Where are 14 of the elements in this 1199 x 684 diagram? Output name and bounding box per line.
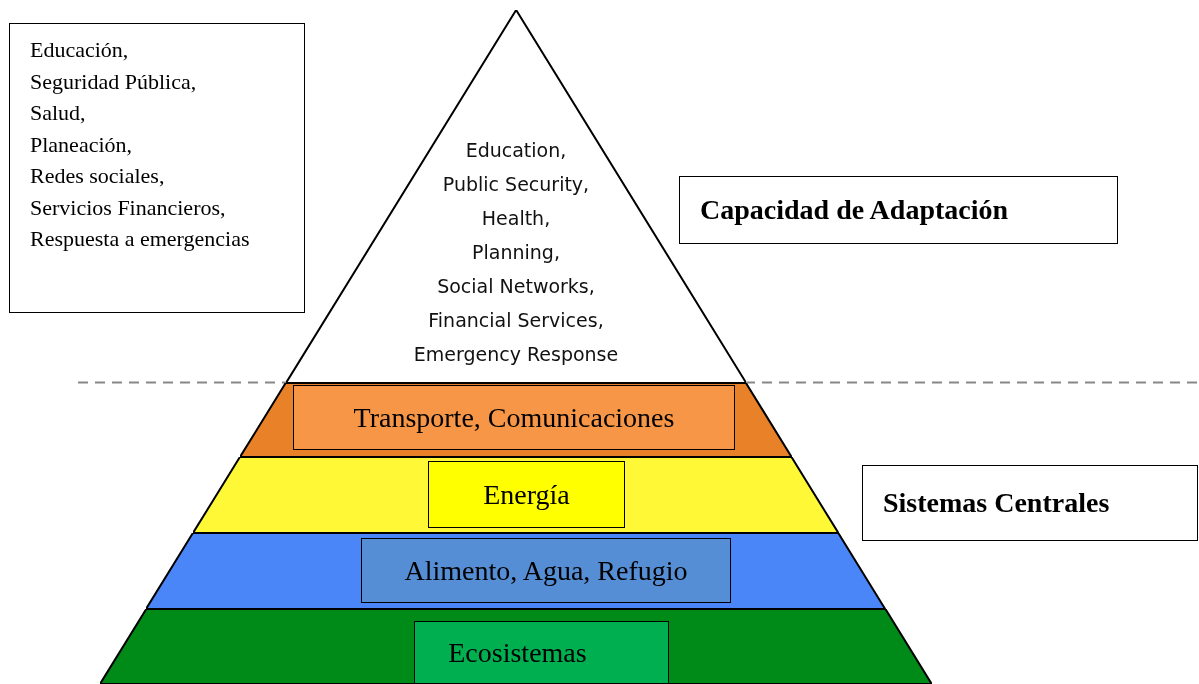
label-box: Transporte, Comunicaciones: [293, 385, 735, 450]
list-item: Financial Services,: [428, 308, 604, 333]
list-item: Public Security,: [442, 172, 590, 197]
list-item: Health,: [481, 206, 551, 231]
text-box: Capacidad de Adaptación: [679, 176, 1118, 244]
label-box: Alimento, Agua, Refugio: [361, 538, 731, 603]
text-box: Educación, Seguridad Pública, Salud, Planeación, Redes sociales, Servicios Financieros, Respuesta a emergencias: [9, 23, 305, 313]
label-box: Ecosistemas: [414, 621, 669, 684]
label-box: Energía: [428, 461, 625, 528]
list-item: Social Networks,: [437, 274, 595, 299]
text-box: Sistemas Centrales: [862, 465, 1198, 541]
list-item: Planning,: [472, 240, 560, 265]
list-item: Emergency Response: [413, 342, 619, 367]
list-item: Education,: [465, 138, 567, 163]
